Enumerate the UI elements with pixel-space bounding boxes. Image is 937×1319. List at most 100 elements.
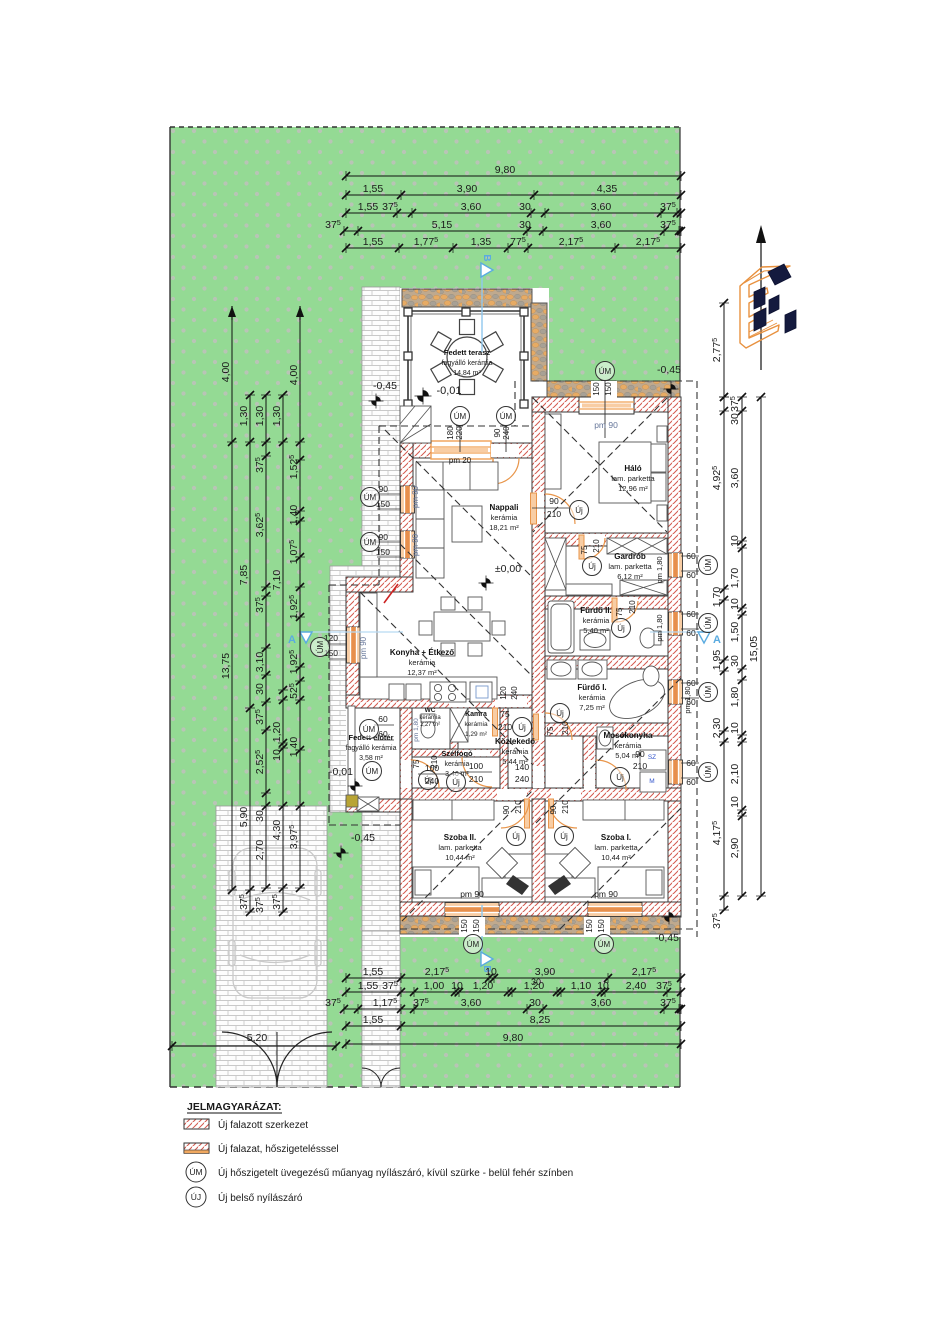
svg-text:10: 10: [729, 598, 741, 610]
svg-text:1,075: 1,075: [287, 540, 300, 565]
svg-text:75: 75: [580, 545, 589, 554]
svg-text:4,925: 4,925: [710, 466, 723, 491]
svg-text:240: 240: [425, 776, 439, 786]
svg-text:2,175: 2,175: [636, 235, 661, 248]
svg-text:1,55: 1,55: [363, 183, 384, 195]
svg-text:Fedett terasz: Fedett terasz: [444, 348, 491, 357]
svg-text:ÚM: ÚM: [454, 412, 467, 421]
svg-text:2,175: 2,175: [632, 965, 657, 978]
svg-text:kerámia: kerámia: [419, 715, 441, 721]
svg-text:kerámia: kerámia: [583, 616, 611, 625]
svg-text:100: 100: [425, 763, 439, 773]
svg-text:ÚM: ÚM: [500, 412, 513, 421]
svg-text:10: 10: [729, 535, 741, 547]
svg-text:60: 60: [686, 697, 696, 707]
svg-text:lam. parketta: lam. parketta: [611, 474, 655, 483]
svg-text:15,05: 15,05: [748, 636, 760, 662]
svg-text:pm 20: pm 20: [449, 456, 472, 465]
svg-text:90: 90: [635, 749, 645, 759]
svg-text:ÚJ: ÚJ: [191, 1192, 201, 1202]
svg-text:120: 120: [499, 686, 508, 700]
svg-text:3,10: 3,10: [254, 652, 266, 673]
svg-text:-0,01: -0,01: [436, 385, 461, 397]
svg-text:10: 10: [729, 722, 741, 734]
svg-text:7,85: 7,85: [238, 565, 250, 586]
svg-text:Gardrób: Gardrób: [614, 552, 646, 561]
svg-text:pm 1,80: pm 1,80: [655, 614, 664, 641]
svg-text:5,40 m²: 5,40 m²: [583, 626, 609, 635]
svg-text:M: M: [649, 778, 654, 785]
svg-text:150: 150: [592, 382, 601, 396]
svg-text:1,925: 1,925: [287, 595, 300, 620]
svg-text:210: 210: [514, 800, 523, 814]
svg-text:60: 60: [686, 777, 696, 787]
svg-text:150: 150: [376, 547, 390, 557]
svg-text:3,90: 3,90: [535, 966, 556, 978]
svg-text:1,35: 1,35: [471, 236, 492, 248]
svg-text:10: 10: [451, 980, 463, 992]
svg-text:180: 180: [446, 426, 455, 440]
svg-text:kerámia: kerámia: [579, 693, 607, 702]
svg-text:Szélfogó: Szélfogó: [441, 749, 473, 758]
svg-text:ÚM: ÚM: [704, 765, 713, 778]
svg-text:90: 90: [502, 805, 511, 814]
svg-text:1,40: 1,40: [288, 505, 300, 526]
svg-text:210: 210: [628, 600, 637, 614]
svg-text:1,55: 1,55: [358, 201, 379, 213]
svg-text:30: 30: [531, 977, 541, 987]
svg-text:8,25: 8,25: [530, 1014, 551, 1026]
svg-text:9,80: 9,80: [503, 1032, 524, 1044]
svg-text:210: 210: [561, 721, 570, 735]
svg-text:pm 1,80: pm 1,80: [655, 556, 664, 583]
svg-text:1,10: 1,10: [571, 980, 592, 992]
svg-text:1,775: 1,775: [414, 235, 439, 248]
svg-text:Új: Új: [452, 778, 460, 787]
svg-text:10: 10: [485, 966, 497, 978]
svg-text:210: 210: [561, 800, 570, 814]
svg-text:kerámia: kerámia: [445, 761, 470, 768]
svg-text:1,55: 1,55: [363, 966, 384, 978]
svg-text:240: 240: [515, 774, 529, 784]
svg-text:210: 210: [592, 539, 601, 553]
svg-text:5,15: 5,15: [432, 219, 453, 231]
svg-text:-0,45: -0,45: [351, 832, 375, 844]
svg-text:75: 75: [615, 607, 624, 616]
svg-text:ÚM: ÚM: [364, 493, 377, 502]
svg-text:pm 1,80: pm 1,80: [413, 718, 420, 742]
svg-text:1,55: 1,55: [363, 1014, 384, 1026]
svg-text:JELMAGYARÁZAT:: JELMAGYARÁZAT:: [187, 1100, 282, 1113]
svg-text:1,40: 1,40: [288, 737, 300, 758]
svg-text:3,60: 3,60: [729, 468, 741, 489]
svg-text:10: 10: [597, 980, 609, 992]
svg-text:pm 90: pm 90: [359, 636, 368, 659]
svg-text:Új: Új: [575, 506, 583, 515]
svg-text:210: 210: [633, 761, 647, 771]
svg-text:-0,01: -0,01: [329, 766, 353, 778]
svg-text:4,30: 4,30: [271, 820, 283, 841]
svg-text:1,30: 1,30: [238, 406, 250, 427]
svg-text:150: 150: [324, 648, 338, 658]
svg-text:ÚM: ÚM: [599, 367, 612, 376]
svg-text:Új falazat, hőszigetelésssel: Új falazat, hőszigetelésssel: [218, 1142, 339, 1155]
svg-text:Mosókonyha: Mosókonyha: [604, 731, 653, 740]
svg-text:Konyha + Étkező: Konyha + Étkező: [390, 648, 454, 657]
svg-text:Fürdő I.: Fürdő I.: [577, 683, 606, 692]
svg-text:3,60: 3,60: [461, 201, 482, 213]
svg-text:Új: Új: [617, 624, 625, 633]
svg-text:ÚM: ÚM: [704, 558, 713, 571]
svg-text:1,95: 1,95: [711, 650, 723, 671]
svg-text:1,00: 1,00: [424, 980, 445, 992]
svg-text:B: B: [481, 965, 492, 972]
svg-text:kerámia: kerámia: [615, 741, 643, 750]
svg-text:kerámia: kerámia: [464, 721, 488, 728]
svg-text:Új: Új: [424, 776, 432, 785]
svg-text:lam. parketta: lam. parketta: [608, 562, 652, 571]
svg-text:210: 210: [430, 755, 439, 769]
svg-text:6,12 m²: 6,12 m²: [617, 572, 643, 581]
svg-text:4,35: 4,35: [597, 183, 618, 195]
svg-text:Kamra: Kamra: [465, 711, 487, 718]
svg-text:150: 150: [597, 919, 606, 933]
svg-text:pm 1,80: pm 1,80: [683, 686, 692, 713]
svg-text:210: 210: [498, 722, 512, 732]
svg-text:30: 30: [519, 219, 531, 231]
